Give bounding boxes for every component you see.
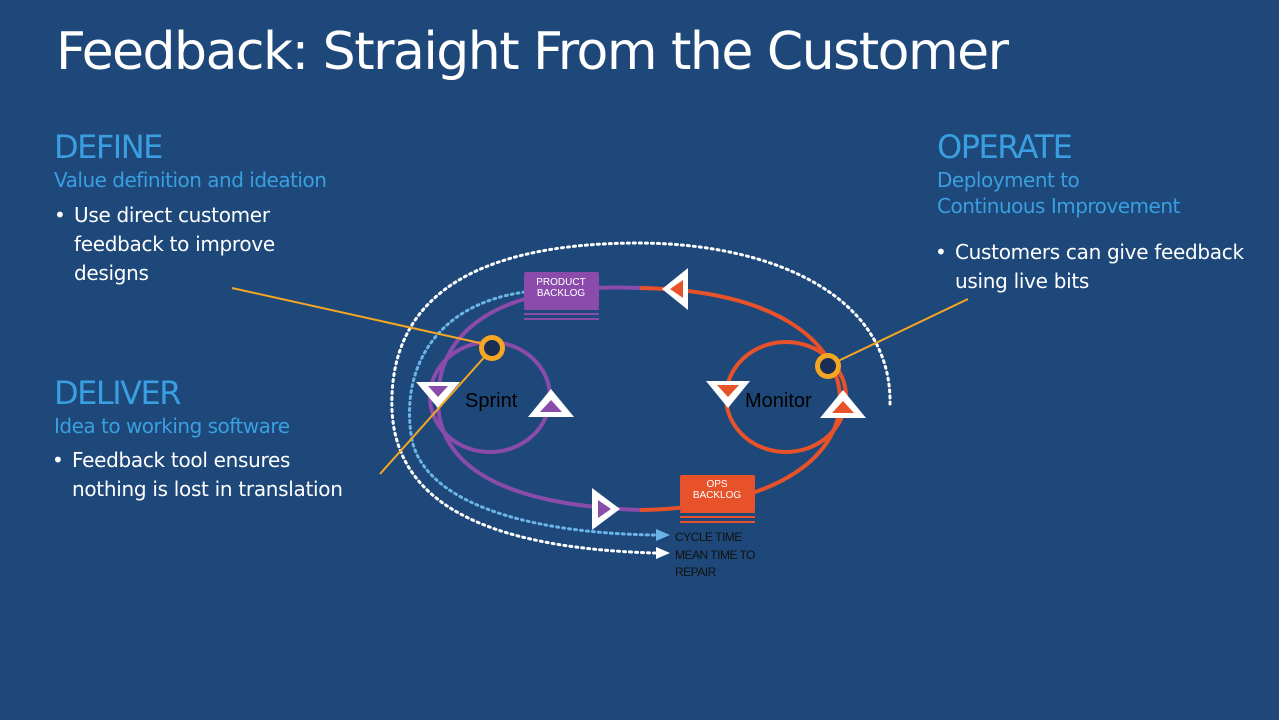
product-backlog-line-2: BACKLOG (537, 288, 586, 299)
define-bullet: • Use direct customer feedback to improv… (54, 201, 275, 288)
sprint-label: Sprint (465, 390, 518, 412)
define-heading: DEFINE (54, 128, 163, 166)
sprint-left-arrow-marker (416, 382, 460, 408)
define-bullet-line-3: designs (74, 261, 149, 285)
bullet-dot: • (54, 203, 66, 227)
operate-bullet: • Customers can give feedback using live… (935, 238, 1244, 296)
sprint-feedback-point (479, 335, 505, 361)
bottom-right-arrow-marker (592, 488, 620, 530)
deliver-bullet: • Feedback tool ensures nothing is lost … (52, 446, 343, 504)
mttr-dotted-arc (390, 241, 892, 555)
operate-callout-line (835, 298, 969, 363)
ops-backlog-line-2: BACKLOG (693, 490, 742, 501)
define-bullet-line-1: Use direct customer (74, 203, 270, 227)
deliver-callout-line (379, 352, 489, 475)
define-callout-line (231, 287, 481, 344)
ops-backlog-line-1: OPS (706, 479, 727, 490)
operate-subheading-line-1: Deployment to (937, 168, 1080, 192)
ops-backlog-box (680, 475, 755, 511)
deliver-bullet-line-2: nothing is lost in translation (72, 477, 343, 501)
cycle-time-arrowhead (656, 529, 670, 541)
mttr-arrowhead (656, 547, 670, 559)
monitor-left-arrow-marker (706, 381, 750, 408)
mttr-label-line-2: REPAIR (675, 565, 717, 579)
deliver-bullet-line-1: Feedback tool ensures (72, 448, 291, 472)
define-subheading: Value definition and ideation (54, 168, 327, 192)
top-left-arrow-marker (662, 268, 688, 310)
define-bullet-line-2: feedback to improve (74, 232, 275, 256)
monitor-feedback-point (815, 353, 841, 379)
bullet-dot: • (52, 448, 64, 472)
operate-bullet-line-1: Customers can give feedback (955, 240, 1244, 264)
operate-subheading: Deployment to Continuous Improvement (937, 167, 1180, 219)
deliver-subheading: Idea to working software (54, 414, 290, 438)
mttr-label-line-1: MEAN TIME TO (675, 548, 755, 562)
deliver-heading: DELIVER (54, 374, 181, 412)
cycle-time-label: CYCLE TIME (675, 530, 742, 544)
bullet-dot: • (935, 240, 947, 264)
operate-subheading-line-2: Continuous Improvement (937, 194, 1180, 218)
operate-heading: OPERATE (937, 128, 1073, 166)
monitor-label: Monitor (745, 390, 812, 412)
cycle-time-dotted-arc (408, 290, 657, 537)
monitor-right-arrow-marker (820, 390, 866, 418)
product-backlog-line-1: PRODUCT (536, 277, 585, 288)
product-backlog-box (524, 272, 599, 308)
sprint-right-arrow-marker (528, 389, 574, 417)
operate-bullet-line-2: using live bits (955, 269, 1090, 293)
page-title: Feedback: Straight From the Customer (56, 22, 1009, 82)
